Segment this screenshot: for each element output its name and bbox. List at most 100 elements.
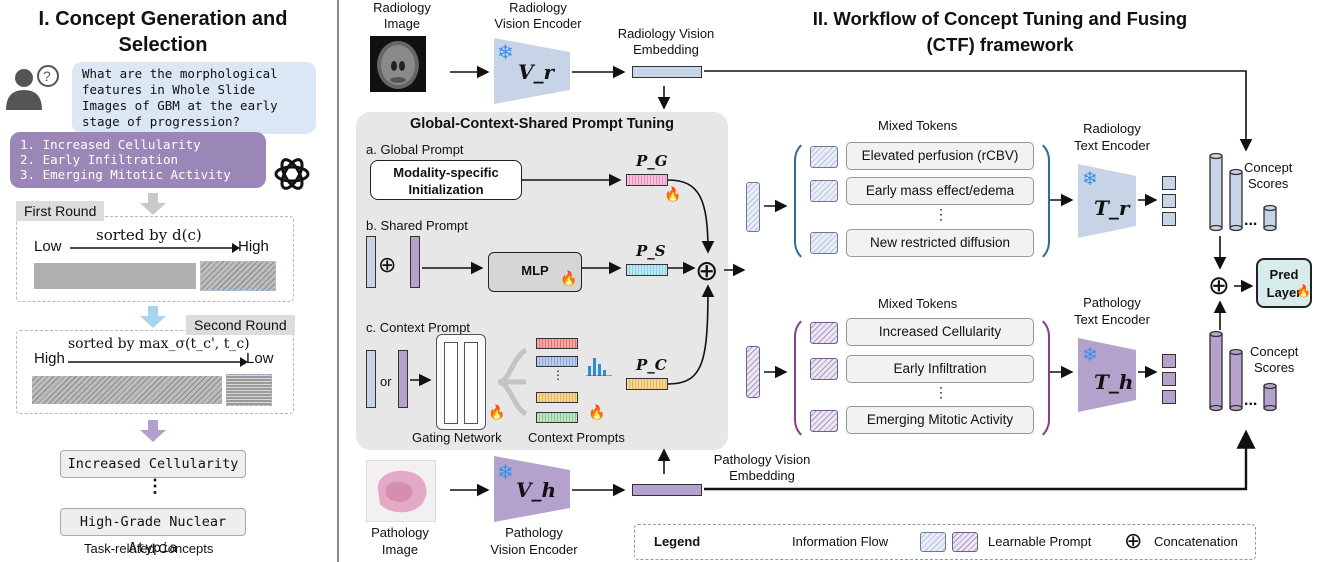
- first-round-tag: First Round: [16, 201, 105, 221]
- pathology-text-encoder-label: Pathology Text Encoder: [1074, 295, 1150, 327]
- text-feature: [1162, 390, 1176, 404]
- fire-icon: 🔥: [488, 404, 506, 420]
- mixed-tokens-title: Mixed Tokens: [878, 296, 958, 311]
- high-label: High: [238, 238, 269, 255]
- concat-icon: ⊕: [378, 252, 397, 277]
- radiology-image-label: Radiology Image: [373, 0, 431, 31]
- or-label: or: [380, 374, 392, 389]
- tr-label: T_r: [1094, 196, 1130, 220]
- snowflake-icon: ❄: [1082, 169, 1098, 190]
- pg-label: P_G: [636, 152, 668, 170]
- histogram-icon: [586, 358, 612, 376]
- token-ellipsis: ⋮: [934, 384, 948, 400]
- modality-init-box: Modality-specific Initialization: [370, 160, 522, 200]
- svg-text:?: ?: [43, 68, 51, 84]
- radiology-bracket: [794, 138, 1050, 264]
- context-prompt-bar: [536, 392, 578, 403]
- fire-icon: 🔥: [1296, 284, 1311, 298]
- low-label: Low: [246, 350, 274, 367]
- mixed-tokens-title: Mixed Tokens: [878, 118, 958, 133]
- global-prompt-label: a. Global Prompt: [366, 142, 464, 157]
- radiology-vision-encoder: [494, 38, 570, 104]
- context-prompt-output-bar: [626, 378, 668, 390]
- scores-ellipsis: ...: [1244, 392, 1258, 409]
- context-prompt-bar: [536, 356, 578, 367]
- radiology-embedding-label: Radiology Vision Embedding: [617, 26, 715, 57]
- gating-column: [444, 342, 458, 424]
- radiology-token: New restricted diffusion: [846, 229, 1034, 257]
- down-arrow: [140, 193, 166, 215]
- sort-arrow: [68, 357, 248, 367]
- low-label: Low: [34, 238, 62, 255]
- text-feature: [1162, 372, 1176, 386]
- radiology-token: Elevated perfusion (rCBV): [846, 142, 1034, 170]
- context-prompt-bar: [536, 338, 578, 349]
- token-prompt: [810, 232, 838, 254]
- sorted-bar: [34, 263, 196, 289]
- concat-icon: ⊕: [1208, 270, 1230, 300]
- text-feature: [1162, 212, 1176, 226]
- concat-icon: ⊕: [1124, 528, 1143, 553]
- mlp-box: MLP: [488, 252, 582, 292]
- context-prompt-bar: [536, 412, 578, 423]
- down-arrow: [140, 420, 166, 442]
- answer-item: 2. Early Infiltration: [20, 152, 179, 167]
- legend-concat-label: Concatenation: [1154, 534, 1238, 549]
- pathology-vision-encoder: [494, 456, 570, 522]
- radiology-text-encoder: [1078, 164, 1136, 238]
- snowflake-icon: ❄: [497, 462, 514, 484]
- fire-icon: 🔥: [664, 186, 682, 202]
- selected-segment: [200, 261, 276, 291]
- pathology-image: [366, 460, 436, 522]
- pathology-fused-prompt: [746, 346, 760, 398]
- gating-column: [464, 342, 478, 424]
- concept-scores-label: Concept Scores: [1250, 344, 1299, 375]
- shared-radiology-bar: [366, 236, 376, 288]
- user-icon: ?: [6, 65, 59, 110]
- answer-item: 1. Increased Cellularity: [20, 137, 201, 152]
- scores-ellipsis: ...: [1244, 212, 1258, 229]
- sort-criterion: sorted by max_σ(t_c', t_c): [68, 336, 250, 352]
- down-arrow: [140, 306, 166, 328]
- token-prompt: [810, 358, 838, 380]
- fire-icon: 🔥: [588, 404, 606, 420]
- left-title: I. Concept Generation and Selection: [38, 8, 288, 56]
- token-prompt: [810, 322, 838, 344]
- panel-divider: [337, 0, 339, 562]
- global-prompt-bar: [626, 174, 668, 186]
- pred-layer: Pred Layer: [1256, 258, 1312, 308]
- high-label: High: [34, 350, 65, 367]
- context-pathology-bar: [398, 350, 408, 408]
- th-label: T_h: [1094, 370, 1134, 394]
- radiology-embedding: [632, 66, 702, 78]
- radiology-text-encoder-label: Radiology Text Encoder: [1074, 121, 1150, 153]
- vr-label: V_r: [518, 60, 555, 84]
- legend-prompt-label: Learnable Prompt: [988, 534, 1092, 549]
- context-prompt-label: c. Context Prompt: [366, 320, 471, 335]
- legend-title: Legend: [654, 534, 701, 549]
- snowflake-icon: ❄: [1082, 345, 1098, 366]
- radiology-concept-scores: [1209, 152, 1277, 232]
- concept-scores-label: Concept Scores: [1244, 160, 1293, 191]
- shared-prompt-bar: [626, 264, 668, 276]
- text-feature: [1162, 194, 1176, 208]
- sort-arrow: [70, 243, 240, 253]
- text-feature: [1162, 176, 1176, 190]
- radiology-token: Early mass effect/edema: [846, 177, 1034, 205]
- pathology-embedding-label: Pathology Vision Embedding: [713, 452, 811, 483]
- concept-item: Increased Cellularity: [60, 450, 246, 478]
- answer-bubble: 1. Increased Cellularity 2. Early Infilt…: [10, 132, 266, 188]
- concepts-caption: Task-related Concepts: [84, 541, 214, 556]
- context-ellipsis: ⋮: [552, 368, 564, 382]
- token-prompt: [810, 146, 838, 168]
- sorted-bar: [32, 376, 222, 404]
- shared-prompt-label: b. Shared Prompt: [366, 218, 468, 233]
- token-prompt: [810, 410, 838, 432]
- text-feature: [1162, 354, 1176, 368]
- shared-pathology-bar: [410, 236, 420, 288]
- pathology-vision-encoder-label: Pathology Vision Encoder: [490, 525, 578, 557]
- openai-icon: [274, 158, 310, 190]
- snowflake-icon: ❄: [497, 42, 514, 64]
